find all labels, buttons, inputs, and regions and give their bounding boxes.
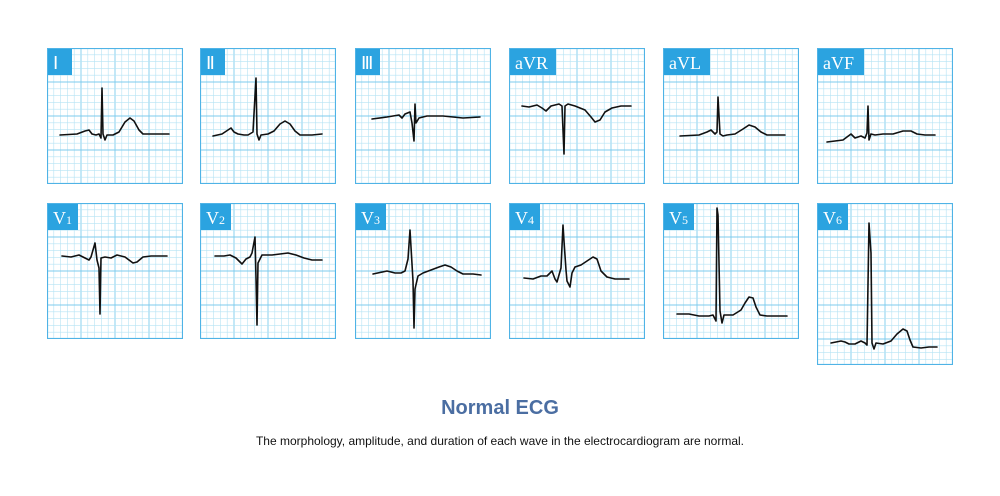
ecg-grid: aVR xyxy=(509,48,645,184)
lead-label-box xyxy=(356,204,386,230)
ecg-panel-v1: V1 xyxy=(47,203,183,339)
ecg-trace xyxy=(61,242,168,315)
ecg-grid: Ⅰ xyxy=(47,48,183,184)
ecg-trace xyxy=(372,229,482,329)
ecg-panel-v2: V2 xyxy=(200,203,336,339)
grid-lines xyxy=(48,204,182,338)
lead-label-box xyxy=(510,204,540,230)
lead-label: V5 xyxy=(669,208,688,228)
ecg-panel-: Ⅰ xyxy=(47,48,183,184)
ecg-panel-: Ⅱ xyxy=(200,48,336,184)
lead-label-box xyxy=(510,49,556,75)
ecg-panel-v3: V3 xyxy=(355,203,491,339)
lead-label: V1 xyxy=(53,208,72,228)
ecg-grid: Ⅲ xyxy=(355,48,491,184)
ecg-trace xyxy=(371,103,481,142)
ecg-panel-v5: V5 xyxy=(663,203,799,339)
ecg-grid: V6 xyxy=(817,203,953,365)
ecg-panel-v4: V4 xyxy=(509,203,645,339)
ecg-grid: aVL xyxy=(663,48,799,184)
ecg-grid: V2 xyxy=(200,203,336,339)
ecg-trace xyxy=(214,236,323,326)
grid-lines xyxy=(818,204,952,364)
page-title: Normal ECG xyxy=(441,397,559,419)
ecg-grid: aVF xyxy=(817,48,953,184)
grid-lines xyxy=(356,204,490,338)
ecg-panel-avl: aVL xyxy=(663,48,799,184)
ecg-grid: V4 xyxy=(509,203,645,339)
lead-label-box xyxy=(664,49,710,75)
ecg-panel-: Ⅲ xyxy=(355,48,491,184)
lead-label: Ⅰ xyxy=(53,53,58,73)
ecg-grid: V5 xyxy=(663,203,799,339)
lead-label: aVR xyxy=(515,53,548,73)
lead-label-box xyxy=(664,204,694,230)
ecg-trace xyxy=(676,207,788,324)
lead-label-box xyxy=(48,49,72,75)
lead-label: aVF xyxy=(823,53,854,73)
lead-label: Ⅲ xyxy=(361,53,373,73)
ecg-panel-v6: V6 xyxy=(817,203,953,365)
ecg-trace xyxy=(523,224,630,288)
lead-label: V6 xyxy=(823,208,842,228)
ecg-trace xyxy=(521,103,632,155)
lead-label-box xyxy=(201,204,231,230)
ecg-trace xyxy=(826,105,936,143)
lead-label: aVL xyxy=(669,53,701,73)
caption: The morphology, amplitude, and duration … xyxy=(255,434,745,448)
ecg-panel-avf: aVF xyxy=(817,48,953,184)
lead-label: V3 xyxy=(361,208,380,228)
ecg-panel-avr: aVR xyxy=(509,48,645,184)
lead-label-box xyxy=(356,49,380,75)
lead-label: V4 xyxy=(515,208,534,228)
grid-lines xyxy=(201,204,335,338)
ecg-grid: V3 xyxy=(355,203,491,339)
ecg-grid: V1 xyxy=(47,203,183,339)
ecg-trace xyxy=(830,222,938,350)
lead-label-box xyxy=(48,204,78,230)
ecg-trace xyxy=(59,87,170,141)
ecg-trace xyxy=(212,77,323,141)
lead-label-box xyxy=(201,49,225,75)
lead-label-box xyxy=(818,204,848,230)
lead-label-box xyxy=(818,49,864,75)
ecg-trace xyxy=(679,96,786,137)
lead-label: V2 xyxy=(206,208,225,228)
ecg-grid: Ⅱ xyxy=(200,48,336,184)
lead-label: Ⅱ xyxy=(206,53,215,73)
